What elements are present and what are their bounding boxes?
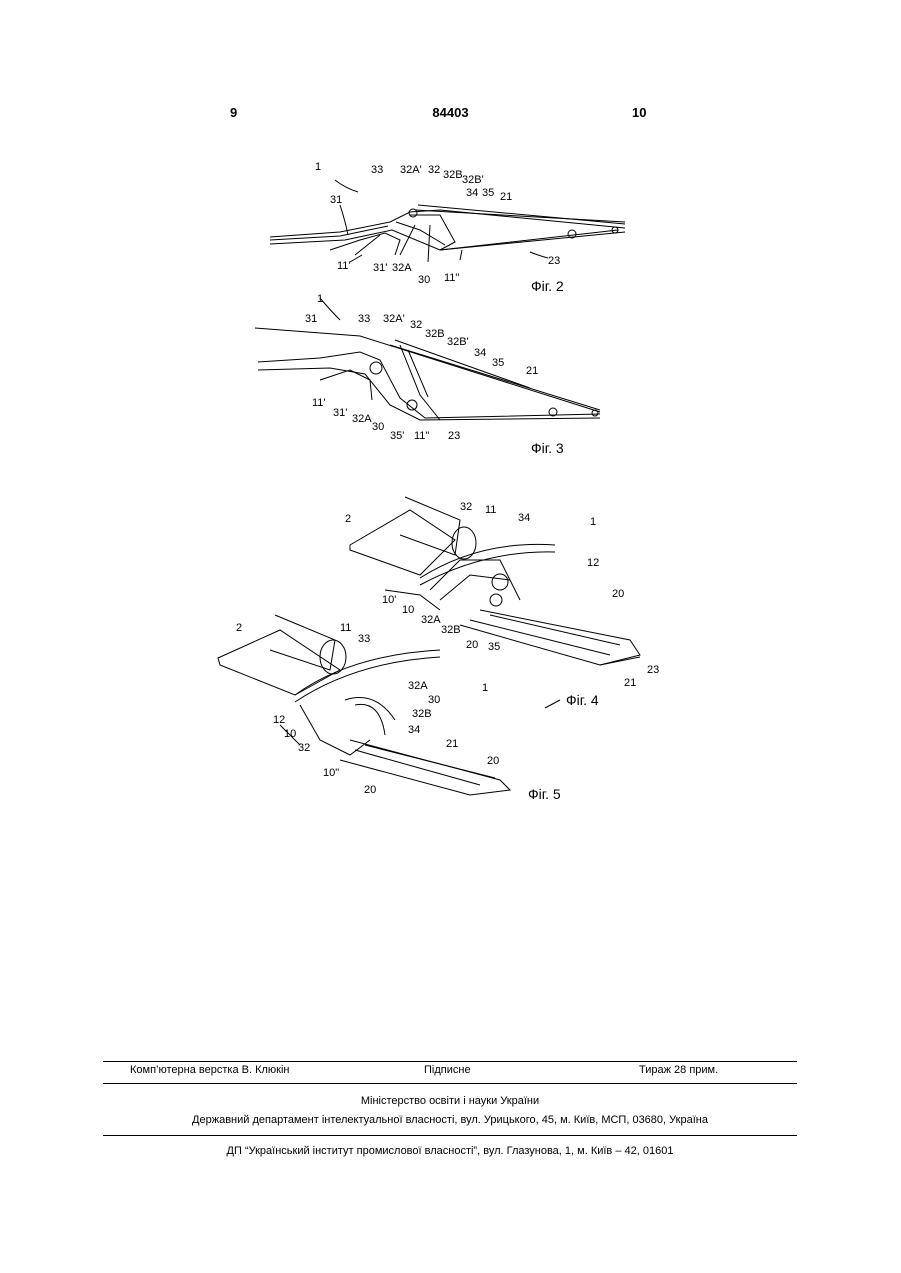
figure-4-drawing xyxy=(350,497,640,665)
fig4-label-20b: 20 xyxy=(466,639,478,651)
fig3-label-34: 34 xyxy=(474,347,486,359)
fig5-label-21: 21 xyxy=(446,738,458,750)
footer-rule-bottom xyxy=(103,1135,797,1136)
fig2-label-32a-prime: 32A' xyxy=(400,164,422,176)
fig2-label-31: 31 xyxy=(330,194,342,206)
fig5-label-32: 32 xyxy=(298,742,310,754)
fig4-label-32: 32 xyxy=(460,501,472,513)
footer-layout-credit: Комп’ютерна верстка В. Клюкін xyxy=(130,1064,289,1076)
fig2-label-35: 35 xyxy=(482,187,494,199)
fig3-label-11-dprime: 11" xyxy=(414,430,429,442)
fig2-label-31-prime: 31' xyxy=(373,262,387,274)
fig2-label-32a: 32A xyxy=(392,262,412,274)
fig5-label-11: 11 xyxy=(340,622,351,634)
fig3-caption: Фіг. 3 xyxy=(531,440,564,456)
fig3-label-35-prime: 35' xyxy=(390,430,404,442)
fig3-label-32b: 32B xyxy=(425,328,445,340)
fig4-label-32b: 32B xyxy=(441,624,461,636)
footer-rule-top xyxy=(103,1061,797,1062)
fig5-label-20: 20 xyxy=(487,755,499,767)
leader-line xyxy=(545,700,560,708)
fig3-label-31-prime: 31' xyxy=(333,407,347,419)
fig2-label-34: 34 xyxy=(466,187,478,199)
fig5-label-34: 34 xyxy=(408,724,420,736)
footer-department: Державний департамент інтелектуальної вл… xyxy=(103,1114,797,1126)
leader-line xyxy=(460,250,462,260)
footer-rule-middle xyxy=(103,1083,797,1084)
fig3-label-11-prime: 11' xyxy=(312,397,326,409)
fig2-caption: Фіг. 2 xyxy=(531,278,564,294)
fig4-label-1: 1 xyxy=(590,516,596,528)
fig2-label-30: 30 xyxy=(418,274,430,286)
fig5-label-2: 2 xyxy=(236,622,242,634)
footer-ministry: Міністерство освіти і науки України xyxy=(103,1095,797,1107)
fig3-label-35: 35 xyxy=(492,357,504,369)
footer-signed: Підписне xyxy=(424,1064,471,1076)
fig4-label-10: 10 xyxy=(402,604,414,616)
fig3-label-32b-prime: 32B' xyxy=(447,336,469,348)
footer-institute: ДП “Український інститут промислової вла… xyxy=(103,1145,797,1157)
fig2-label-23: 23 xyxy=(548,255,560,267)
fig5-label-12: 12 xyxy=(273,714,285,726)
fig2-label-32b-prime: 32B' xyxy=(462,174,484,186)
fig4-label-23: 23 xyxy=(647,664,659,676)
footer-circulation: Тираж 28 прим. xyxy=(639,1064,718,1076)
fig4-label-20: 20 xyxy=(612,588,624,600)
fig2-label-33: 33 xyxy=(371,164,383,176)
fig2-label-1: 1 xyxy=(315,161,321,173)
fig2-label-11-dprime: 11" xyxy=(444,272,459,284)
fig5-label-20b: 20 xyxy=(364,784,376,796)
fig4-label-10-prime: 10' xyxy=(382,594,396,606)
fig4-label-21: 21 xyxy=(624,677,636,689)
fig5-label-32b: 32B xyxy=(412,708,432,720)
patent-drawings: 1 33 32A' 32 32B 32B' 34 35 21 31 11' 31… xyxy=(0,0,901,820)
fig5-caption: Фіг. 5 xyxy=(528,786,561,802)
fig3-label-30: 30 xyxy=(372,421,384,433)
fig2-label-11-prime: 11' xyxy=(337,260,351,272)
fig4-caption: Фіг. 4 xyxy=(566,692,599,708)
fig3-label-32a: 32A xyxy=(352,413,372,425)
fig4-label-2: 2 xyxy=(345,513,351,525)
fig3-label-23: 23 xyxy=(448,430,460,442)
fig5-label-32a: 32A xyxy=(408,680,428,692)
fig4-label-11: 11 xyxy=(485,504,496,516)
fig2-label-32: 32 xyxy=(428,164,440,176)
fig5-label-33: 33 xyxy=(358,633,370,645)
fig3-label-1: 1 xyxy=(317,293,323,305)
fig3-label-21: 21 xyxy=(526,365,538,377)
fig3-label-33: 33 xyxy=(358,313,370,325)
fig4-label-32a: 32A xyxy=(421,614,441,626)
fig2-label-21: 21 xyxy=(500,191,512,203)
fig4-label-12: 12 xyxy=(587,557,599,569)
fig2-label-32b: 32B xyxy=(443,169,463,181)
fig5-label-30: 30 xyxy=(428,694,440,706)
fig3-label-31: 31 xyxy=(305,313,317,325)
fig3-label-32: 32 xyxy=(410,319,422,331)
fig4-label-34: 34 xyxy=(518,512,530,524)
fig5-label-10: 10 xyxy=(284,728,296,740)
figure-2-drawing xyxy=(270,180,625,262)
fig4-label-35: 35 xyxy=(488,641,500,653)
fig5-label-10-dprime: 10" xyxy=(323,767,339,779)
fig3-label-32a-prime: 32A' xyxy=(383,313,405,325)
fig5-label-1: 1 xyxy=(482,682,488,694)
